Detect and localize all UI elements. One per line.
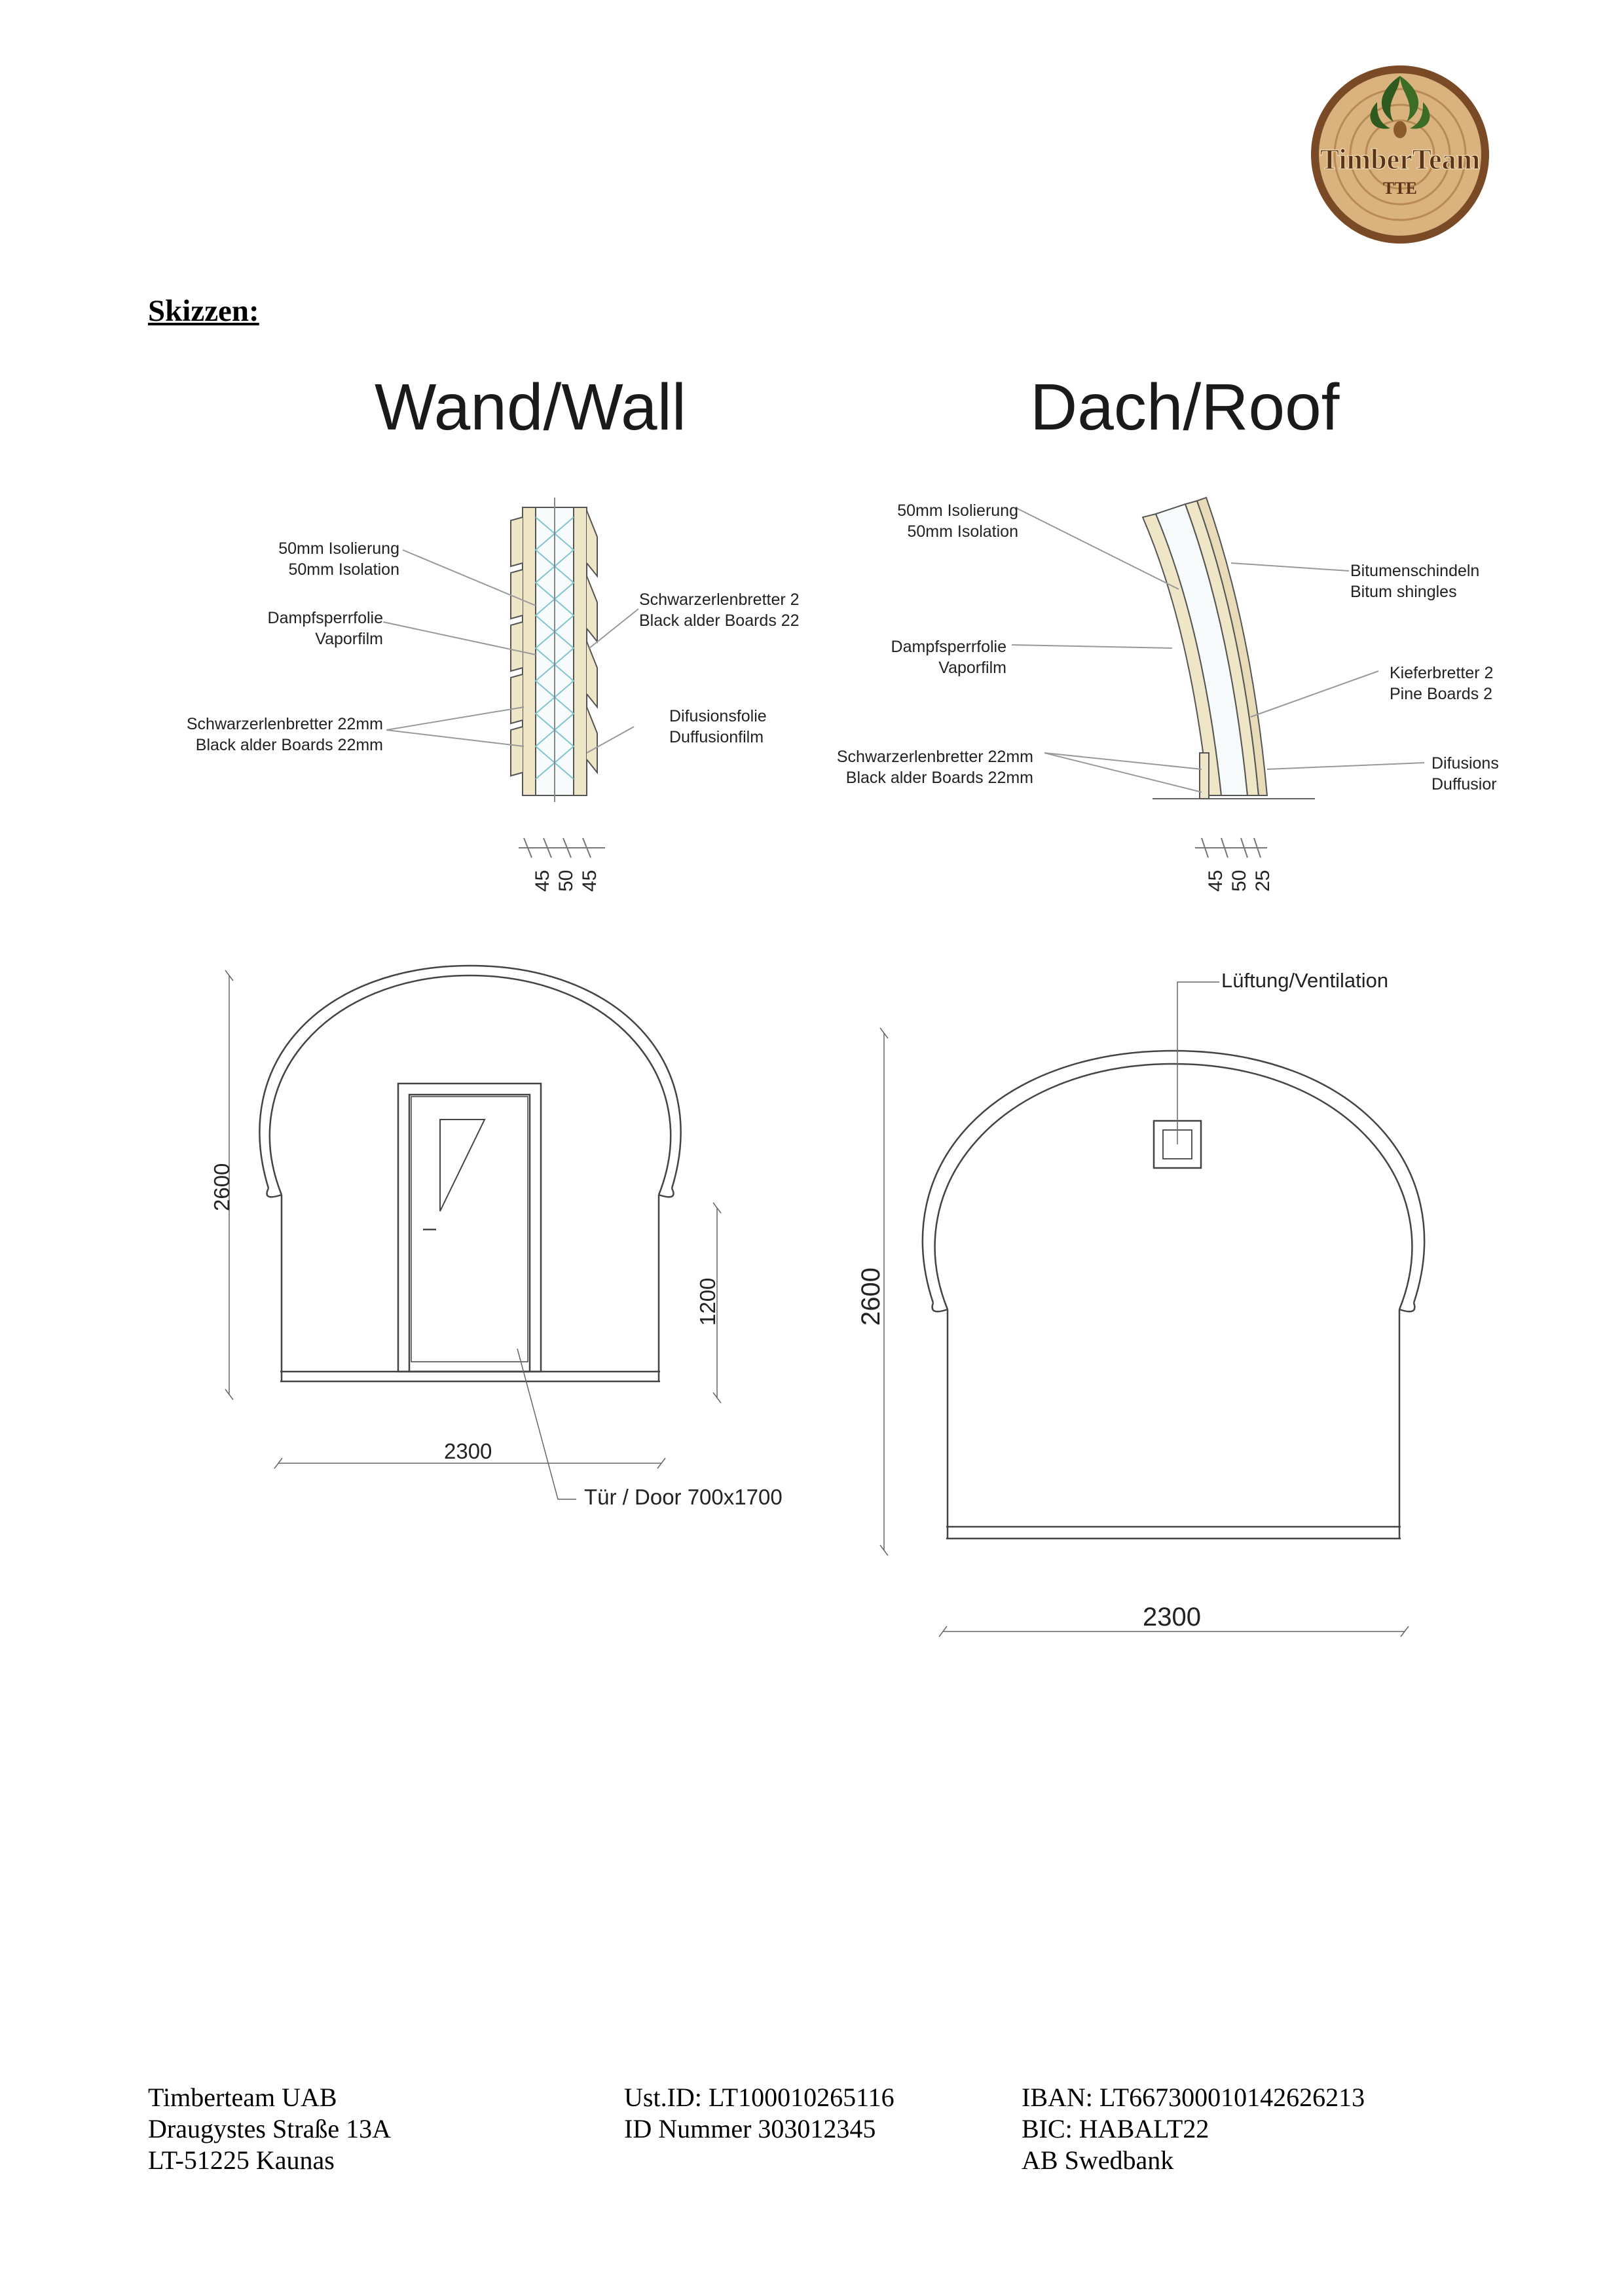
roof-pine-en: Pine Boards 2 — [1390, 685, 1493, 703]
wall-label-boards-left: Schwarzerlenbretter 22mm Black alder Boa… — [131, 714, 383, 756]
wall-boards-left-en: Black alder Boards 22mm — [195, 736, 383, 754]
wall-cross-section — [382, 498, 639, 858]
footer-id-number: ID Nummer 303012345 — [624, 2114, 876, 2143]
footer-company: Timberteam UAB Draugystes Straße 13A LT-… — [148, 2082, 391, 2176]
page-heading: Skizzen: — [148, 294, 259, 328]
wall-label-isolation: 50mm Isolierung 50mm Isolation — [229, 538, 399, 580]
wall-isolation-de: 50mm Isolierung — [278, 539, 399, 558]
roof-isolation-de: 50mm Isolierung — [897, 501, 1018, 520]
wall-boards-right-en: Black alder Boards 22 — [639, 611, 800, 630]
footer-street: Draugystes Straße 13A — [148, 2114, 392, 2143]
roof-label-vapor: Dampfsperrfolie Vaporfilm — [838, 636, 1006, 678]
timberteam-logo: TimberTeam TTE — [1302, 56, 1498, 253]
front-height-dim: 2600 — [210, 1163, 234, 1211]
roof-dim-3: 25 — [1252, 869, 1274, 892]
oak-leaf-icon — [1370, 76, 1430, 138]
roof-cross-section — [1011, 496, 1425, 858]
wall-label-boards-right: Schwarzerlenbretter 2 Black alder Boards… — [639, 589, 800, 631]
wall-label-diffusion: Difusionsfolie Duffusionfilm — [669, 706, 767, 748]
wall-isolation-en: 50mm Isolation — [288, 560, 399, 579]
wall-label-vapor: Dampfsperrfolie Vaporfilm — [216, 608, 383, 649]
wall-section-title: Wand/Wall — [375, 371, 687, 444]
wall-diffusion-en: Duffusionfilm — [669, 728, 764, 746]
roof-vapor-de: Dampfsperrfolie — [891, 638, 1006, 656]
roof-diffusion-en: Duffusior — [1431, 775, 1497, 793]
front-elevation-drawing — [225, 964, 722, 1500]
footer-vat-id: Ust.ID: LT100010265116 — [624, 2083, 895, 2112]
footer-bank: IBAN: LT667300010142626213 BIC: HABALT22… — [1022, 2082, 1365, 2176]
roof-dim-2: 50 — [1228, 869, 1250, 892]
front-width-dim: 2300 — [444, 1439, 492, 1463]
roof-boards-de: Schwarzerlenbretter 22mm — [836, 748, 1033, 766]
roof-section-title: Dach/Roof — [1030, 371, 1340, 444]
roof-shingles-en: Bitum shingles — [1350, 583, 1457, 601]
wall-boards-left-de: Schwarzerlenbretter 22mm — [186, 715, 383, 733]
roof-isolation-en: 50mm Isolation — [907, 522, 1018, 541]
roof-label-isolation: 50mm Isolierung 50mm Isolation — [838, 500, 1018, 542]
roof-diffusion-de: Difusions — [1431, 754, 1499, 773]
roof-label-boards: Schwarzerlenbretter 22mm Black alder Boa… — [786, 746, 1033, 788]
roof-vapor-en: Vaporfilm — [938, 659, 1006, 677]
door-label: Tür / Door 700x1700 — [584, 1485, 783, 1509]
front-handle-dim: 1200 — [695, 1277, 720, 1326]
footer-iban: IBAN: LT667300010142626213 — [1022, 2083, 1365, 2112]
footer-bic: BIC: HABALT22 — [1022, 2114, 1209, 2143]
footer-tax: Ust.ID: LT100010265116 ID Nummer 3030123… — [624, 2082, 895, 2145]
wall-dim-1: 45 — [532, 869, 553, 892]
wall-vapor-de: Dampfsperrfolie — [267, 609, 383, 627]
roof-label-shingles: Bitumenschindeln Bitum shingles — [1350, 560, 1479, 602]
wall-vapor-en: Vaporfilm — [315, 630, 383, 648]
roof-label-diffusion: Difusions Duffusior — [1431, 753, 1499, 795]
roof-pine-de: Kieferbretter 2 — [1390, 664, 1494, 682]
wall-boards-right-de: Schwarzerlenbretter 2 — [639, 591, 800, 609]
roof-boards-en: Black alder Boards 22mm — [845, 769, 1033, 787]
roof-label-pine: Kieferbretter 2 Pine Boards 2 — [1390, 663, 1493, 704]
footer-bank-name: AB Swedbank — [1022, 2145, 1174, 2175]
logo-subtext: TTE — [1383, 179, 1417, 198]
wall-diffusion-de: Difusionsfolie — [669, 707, 767, 725]
footer-city: LT-51225 Kaunas — [148, 2145, 335, 2175]
roof-dim-1: 45 — [1205, 869, 1227, 892]
vent-label: Lüftung/Ventilation — [1221, 969, 1389, 992]
back-height-dim: 2600 — [857, 1267, 885, 1326]
wall-dim-2: 50 — [555, 869, 577, 892]
wall-dim-3: 45 — [579, 869, 600, 892]
roof-shingles-de: Bitumenschindeln — [1350, 562, 1480, 580]
back-width-dim: 2300 — [1143, 1603, 1201, 1631]
footer-company-name: Timberteam UAB — [148, 2083, 337, 2112]
back-elevation-drawing — [879, 981, 1426, 1637]
logo-brand: TimberTeam — [1320, 143, 1480, 175]
